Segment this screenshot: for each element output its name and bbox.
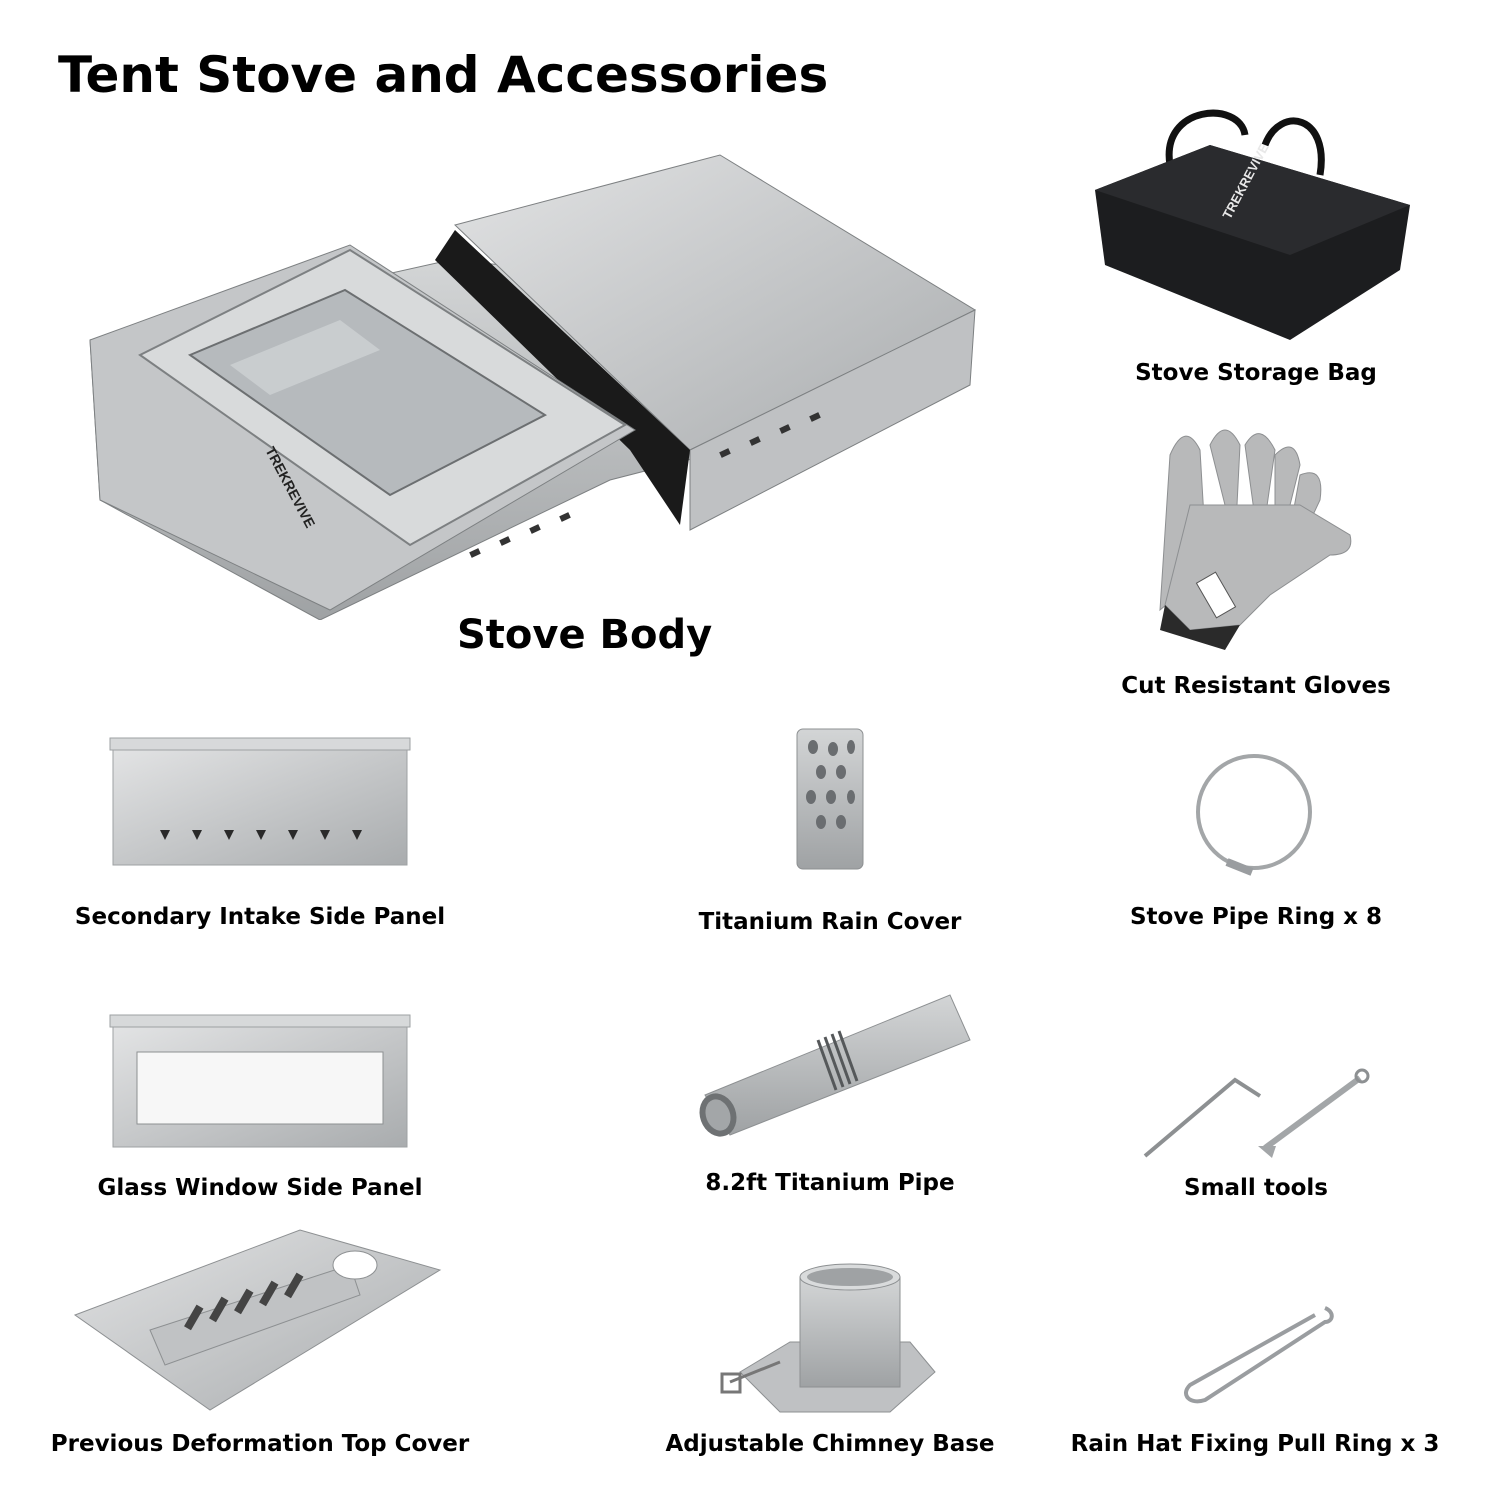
intake-panel-image — [105, 735, 415, 870]
label-cut-resistant-gloves: Cut Resistant Gloves — [1121, 673, 1391, 699]
rain-cover-image — [795, 727, 865, 872]
small-tools-image — [1140, 1068, 1375, 1163]
label-chimney-base: Adjustable Chimney Base — [665, 1431, 995, 1457]
pipe-ring-image — [1192, 752, 1317, 877]
chimney-base-image — [720, 1262, 940, 1427]
label-stove-pipe-ring: Stove Pipe Ring x 8 — [1129, 904, 1383, 930]
top-cover-image — [70, 1225, 442, 1415]
gloves-image — [1150, 415, 1365, 660]
titanium-pipe-image — [690, 990, 975, 1145]
page-title: Tent Stove and Accessories — [58, 46, 829, 104]
stove-body-label: Stove Body — [457, 612, 713, 658]
label-top-cover: Previous Deformation Top Cover — [50, 1431, 470, 1457]
storage-bag-image: TREKREVIVE — [1090, 95, 1420, 345]
stove-body-image: TREKREVIVE — [80, 150, 980, 620]
label-glass-window-side-panel: Glass Window Side Panel — [97, 1175, 423, 1201]
glass-panel-image — [105, 1012, 415, 1152]
label-pull-ring: Rain Hat Fixing Pull Ring x 3 — [1070, 1431, 1440, 1457]
label-stove-storage-bag: Stove Storage Bag — [1135, 360, 1377, 386]
label-secondary-intake-side-panel: Secondary Intake Side Panel — [74, 904, 446, 930]
label-titanium-pipe: 8.2ft Titanium Pipe — [705, 1170, 955, 1196]
label-small-tools: Small tools — [1184, 1175, 1328, 1201]
label-titanium-rain-cover: Titanium Rain Cover — [698, 909, 962, 935]
pull-ring-image — [1175, 1300, 1340, 1410]
